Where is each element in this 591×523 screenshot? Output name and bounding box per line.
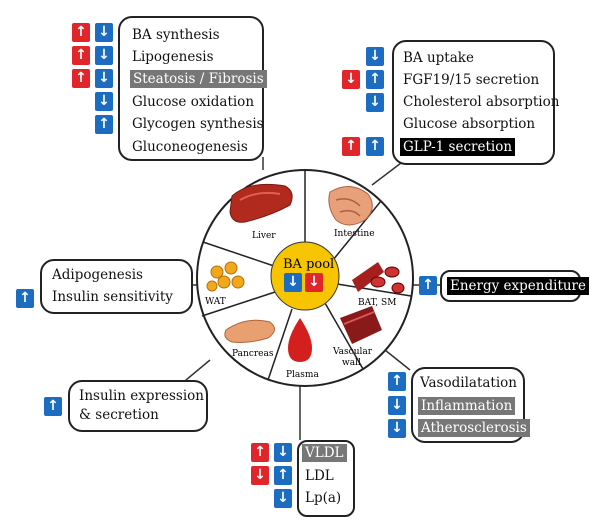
pancreas-effects-box xyxy=(68,380,208,432)
vascular-atherosclerosis-down-blue: ↓ xyxy=(388,419,406,438)
intestine-fgf19-down-red: ↓ xyxy=(342,70,360,89)
wat-effects-box xyxy=(40,259,193,314)
wat-item-insulin-sensitivity: Insulin sensitivity xyxy=(52,289,173,305)
organ-label-liver: Liver xyxy=(252,231,276,241)
plasma-item-ldl: LDL xyxy=(305,468,334,484)
bat-energy-up-blue: ↑ xyxy=(419,276,437,295)
ba-pool-down-arrow-red: ↓ xyxy=(305,273,323,292)
wat-insulin-up-blue: ↑ xyxy=(16,289,34,308)
intestine-fgf19-up-blue: ↑ xyxy=(366,70,384,89)
intestine-item-cholesterol: Cholesterol absorption xyxy=(403,94,560,110)
organ-label-wat: WAT xyxy=(205,297,226,307)
plasma-ldl-up-blue: ↑ xyxy=(274,466,292,485)
liver-item-glucose-oxidation: Glucose oxidation xyxy=(132,94,255,110)
plasma-item-vldl: VLDL xyxy=(302,444,347,462)
bat-item-energy-expenditure: Energy expenditure xyxy=(447,277,590,295)
vascular-item-inflammation: Inflammation xyxy=(418,397,516,415)
intestine-illustration xyxy=(328,186,373,226)
vascular-vasodilatation-up-blue: ↑ xyxy=(388,372,406,391)
intestine-item-fgf19: FGF19/15 secretion xyxy=(403,72,540,88)
connector-vascular xyxy=(384,349,411,371)
intestine-item-glp1: GLP-1 secretion xyxy=(400,138,516,156)
vascular-item-vasodilatation: Vasodilatation xyxy=(420,375,517,391)
organ-label-vascular: Vascular xyxy=(332,347,373,357)
intestine-cholesterol-down-blue: ↓ xyxy=(366,93,384,112)
plasma-ldl-down-red: ↓ xyxy=(251,466,269,485)
vascular-item-atherosclerosis: Atherosclerosis xyxy=(418,419,530,437)
liver-effects-box xyxy=(118,16,264,161)
liver-glycogen-up-blue: ↑ xyxy=(95,115,113,134)
liver-glucose-oxidation-down-blue: ↓ xyxy=(95,92,113,111)
intestine-glp1-up-blue: ↑ xyxy=(366,137,384,156)
liver-item-steatosis: Steatosis / Fibrosis xyxy=(130,70,267,88)
organ-label-plasma: Plasma xyxy=(286,370,319,380)
ba-pool-down-arrow: ↓ xyxy=(284,273,302,292)
liver-lipogenesis-down-blue: ↓ xyxy=(95,46,113,65)
liver-item-glycogen-synthesis: Glycogen synthesis xyxy=(132,116,264,132)
intestine-item-ba-uptake: BA uptake xyxy=(403,50,474,66)
liver-item-gluconeogenesis: Gluconeogenesis xyxy=(132,139,248,155)
liver-steatosis-down-blue: ↓ xyxy=(95,69,113,88)
intestine-glp1-up-red: ↑ xyxy=(342,137,360,156)
plasma-vldl-down-blue: ↓ xyxy=(274,443,292,462)
pancreas-item-secretion: & secretion xyxy=(79,407,159,423)
liver-lipogenesis-up-red: ↑ xyxy=(72,46,90,65)
pancreas-illustration xyxy=(224,319,275,343)
bat-sm-illustration xyxy=(352,262,405,294)
plasma-drop-illustration xyxy=(288,318,312,362)
ba-pool-label: BA pool xyxy=(283,257,334,272)
organ-label-pancreas: Pancreas xyxy=(232,349,274,359)
liver-steatosis-up-red: ↑ xyxy=(72,69,90,88)
liver-item-lipogenesis: Lipogenesis xyxy=(132,49,214,65)
pancreas-item-insulin-expression: Insulin expression xyxy=(79,388,204,404)
pancreas-insulin-up-blue: ↑ xyxy=(44,397,62,416)
plasma-lpa-down-blue: ↓ xyxy=(274,489,292,508)
intestine-ba-uptake-down-blue: ↓ xyxy=(366,47,384,66)
connector-intestine xyxy=(371,159,406,186)
plasma-vldl-up-red: ↑ xyxy=(251,443,269,462)
liver-item-ba-synthesis: BA synthesis xyxy=(132,27,220,43)
liver-ba-synthesis-down-blue: ↓ xyxy=(95,23,113,42)
organ-label-bat: BAT, SM xyxy=(358,298,396,308)
liver-ba-synthesis-up-red: ↑ xyxy=(72,23,90,42)
vascular-inflammation-down-blue: ↓ xyxy=(388,396,406,415)
wat-item-adipogenesis: Adipogenesis xyxy=(52,267,143,283)
intestine-item-glucose-absorption: Glucose absorption xyxy=(403,116,536,132)
plasma-item-lpa: Lp(a) xyxy=(305,490,342,506)
organ-label-intestine: Intestine xyxy=(334,229,375,239)
vascular-wall-illustration xyxy=(340,306,382,344)
wat-illustration xyxy=(206,261,245,292)
liver-illustration xyxy=(229,183,293,223)
wheel-spokes xyxy=(201,170,412,381)
organ-label-wall: wall xyxy=(342,358,361,368)
